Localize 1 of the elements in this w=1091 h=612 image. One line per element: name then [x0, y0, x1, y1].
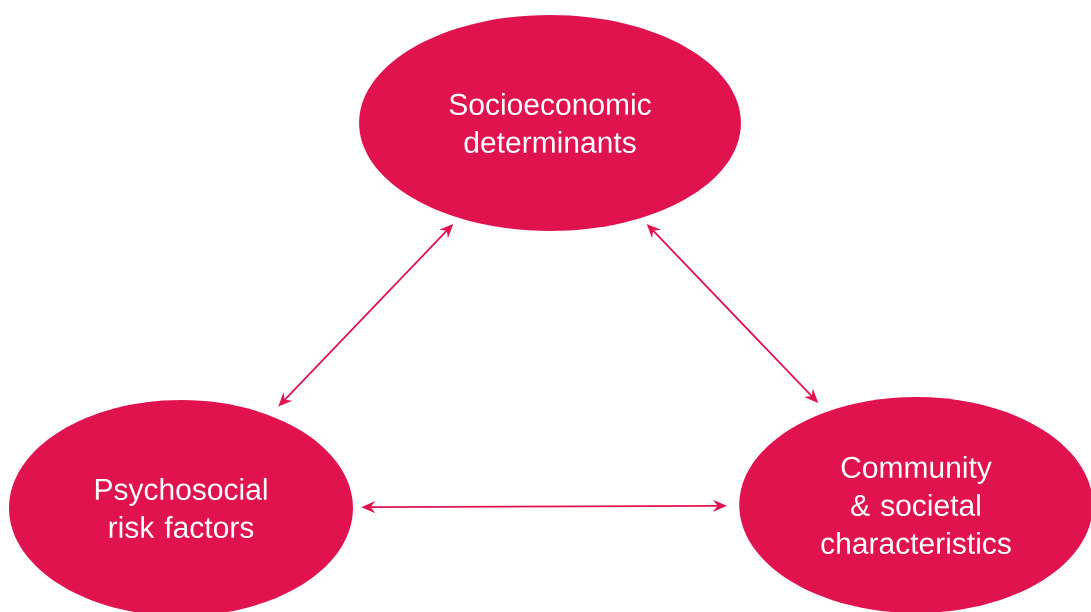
ellipse-node: Socioeconomic determinants [359, 15, 741, 231]
